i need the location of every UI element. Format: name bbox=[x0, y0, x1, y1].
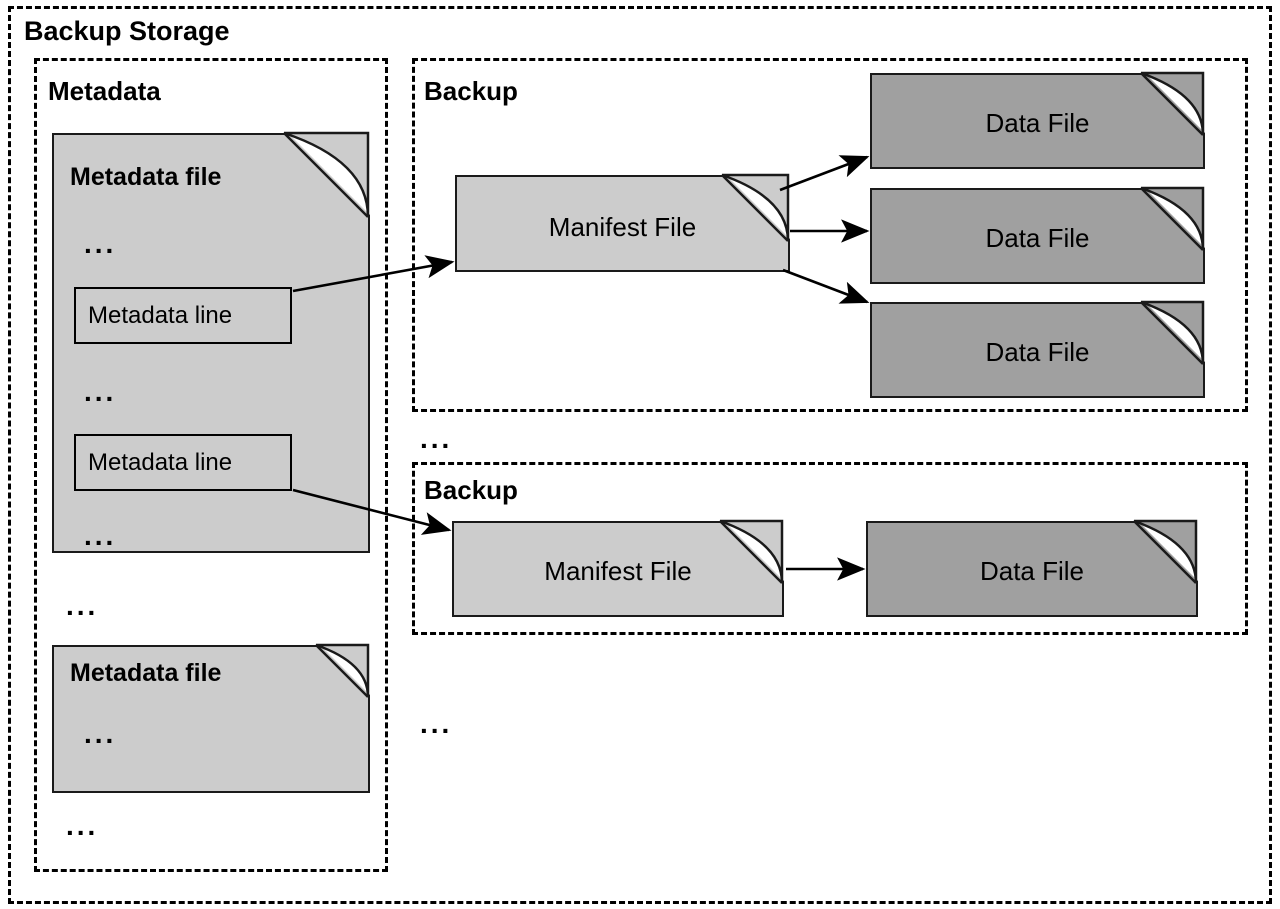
metadata-file-1-ellipsis-2: ... bbox=[84, 376, 117, 407]
data-file-1-1-label: Data File bbox=[985, 108, 1090, 138]
metadata-file-1-label: Metadata file bbox=[70, 163, 222, 191]
manifest-file-1-body bbox=[455, 175, 790, 272]
data-file-1-3 bbox=[870, 300, 1206, 398]
data-file-2-1-body bbox=[866, 521, 1198, 617]
metadata-group-container bbox=[34, 58, 388, 872]
data-file-1-3-label: Data File bbox=[985, 337, 1090, 367]
manifest-file-1-label: Manifest File bbox=[548, 212, 697, 242]
manifest-file-2 bbox=[452, 519, 785, 617]
data-file-1-3-body bbox=[870, 302, 1205, 398]
manifest-file-2-label: Manifest File bbox=[544, 556, 692, 586]
data-file-1-1-fold-icon bbox=[1140, 71, 1205, 136]
data-file-1-1-body bbox=[870, 73, 1205, 169]
backup-2-title: Backup bbox=[424, 475, 518, 505]
manifest-file-1-fold-icon bbox=[721, 173, 790, 242]
backup-container-2 bbox=[412, 462, 1248, 635]
data-file-1-1 bbox=[870, 71, 1206, 169]
backup-storage-container bbox=[8, 6, 1272, 904]
metadata-line-2[interactable]: Metadata line bbox=[74, 434, 292, 491]
metadata-line-2-label: Metadata line bbox=[88, 448, 233, 476]
data-file-1-2 bbox=[870, 186, 1206, 284]
data-file-2-1-label: Data File bbox=[979, 556, 1085, 586]
metadata-file-2-body bbox=[52, 645, 370, 793]
data-file-2-1-fold-icon bbox=[1133, 519, 1198, 584]
metadata-file-2 bbox=[52, 643, 371, 793]
backup-container-1 bbox=[412, 58, 1248, 412]
data-file-1-2-body bbox=[870, 188, 1205, 284]
metadata-line-1-label: Metadata line bbox=[88, 301, 233, 329]
metadata-file-1-ellipsis-1: ... bbox=[84, 228, 117, 259]
metadata-file-2-fold-icon bbox=[315, 643, 370, 698]
data-file-1-3-fold-icon bbox=[1140, 300, 1205, 365]
manifest-file-2-fold-icon bbox=[719, 519, 784, 584]
manifest-file-2-body bbox=[452, 521, 784, 617]
metadata-file-2-label: Metadata file bbox=[70, 659, 222, 687]
metadata-trailing-ellipsis: ... bbox=[66, 810, 99, 841]
page-title: Backup Storage bbox=[24, 16, 230, 46]
data-file-1-2-label: Data File bbox=[985, 223, 1090, 253]
metadata-group-title: Metadata bbox=[48, 76, 161, 106]
manifest-file-1 bbox=[455, 173, 791, 272]
metadata-line-1[interactable]: Metadata line bbox=[74, 287, 292, 344]
metadata-file-1-ellipsis-3: ... bbox=[84, 520, 117, 551]
metadata-file-1-fold-icon bbox=[283, 131, 370, 218]
backup-1-title: Backup bbox=[424, 76, 518, 106]
backup-separator-ellipsis: ... bbox=[420, 423, 453, 454]
data-file-2-1 bbox=[866, 519, 1199, 617]
backup-trailing-ellipsis: ... bbox=[420, 708, 453, 739]
metadata-file-2-ellipsis-1: ... bbox=[84, 718, 117, 749]
data-file-1-2-fold-icon bbox=[1140, 186, 1205, 251]
metadata-separator-ellipsis: ... bbox=[66, 590, 99, 621]
